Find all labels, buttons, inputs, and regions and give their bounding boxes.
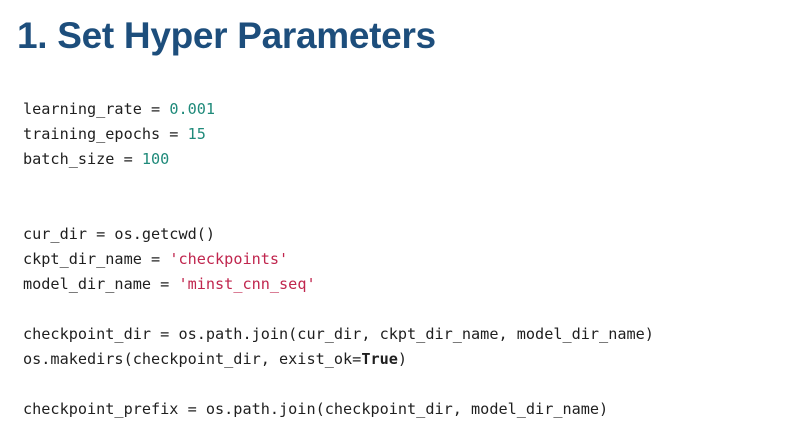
number-literal: 100 — [141, 150, 170, 168]
code-text: checkpoint_prefix = os.path.join(checkpo… — [23, 400, 609, 418]
code-line: model_dir_name = 'minst_cnn_seq' — [23, 272, 654, 297]
string-literal: 'checkpoints' — [169, 250, 289, 268]
code-text: ) — [397, 350, 408, 368]
code-line: checkpoint_prefix = os.path.join(checkpo… — [23, 397, 654, 422]
code-line: batch_size = 100 — [23, 147, 654, 172]
code-line: training_epochs = 15 — [23, 122, 654, 147]
code-line: checkpoint_dir = os.path.join(cur_dir, c… — [23, 322, 654, 347]
code-line: cur_dir = os.getcwd() — [23, 222, 654, 247]
code-line: learning_rate = 0.001 — [23, 97, 654, 122]
code-text: model_dir_name = — [23, 275, 179, 293]
blank-line — [23, 372, 654, 397]
code-text: batch_size = — [23, 150, 142, 168]
slide-title: 1. Set Hyper Parameters — [17, 15, 436, 56]
keyword: True — [361, 350, 398, 368]
code-line: os.makedirs(checkpoint_dir, exist_ok=Tru… — [23, 347, 654, 372]
blank-line — [23, 297, 654, 322]
code-line: ckpt_dir_name = 'checkpoints' — [23, 247, 654, 272]
code-text: training_epochs = — [23, 125, 188, 143]
string-literal: 'minst_cnn_seq' — [178, 275, 316, 293]
number-literal: 0.001 — [169, 100, 216, 118]
code-text: os.makedirs(checkpoint_dir, exist_ok= — [23, 350, 362, 368]
code-text: ckpt_dir_name = — [23, 250, 170, 268]
code-text: checkpoint_dir = os.path.join(cur_dir, c… — [23, 325, 654, 343]
blank-line — [23, 172, 654, 197]
blank-line — [23, 197, 654, 222]
number-literal: 15 — [187, 125, 206, 143]
code-text: cur_dir = os.getcwd() — [23, 225, 216, 243]
code-text: learning_rate = — [23, 100, 170, 118]
